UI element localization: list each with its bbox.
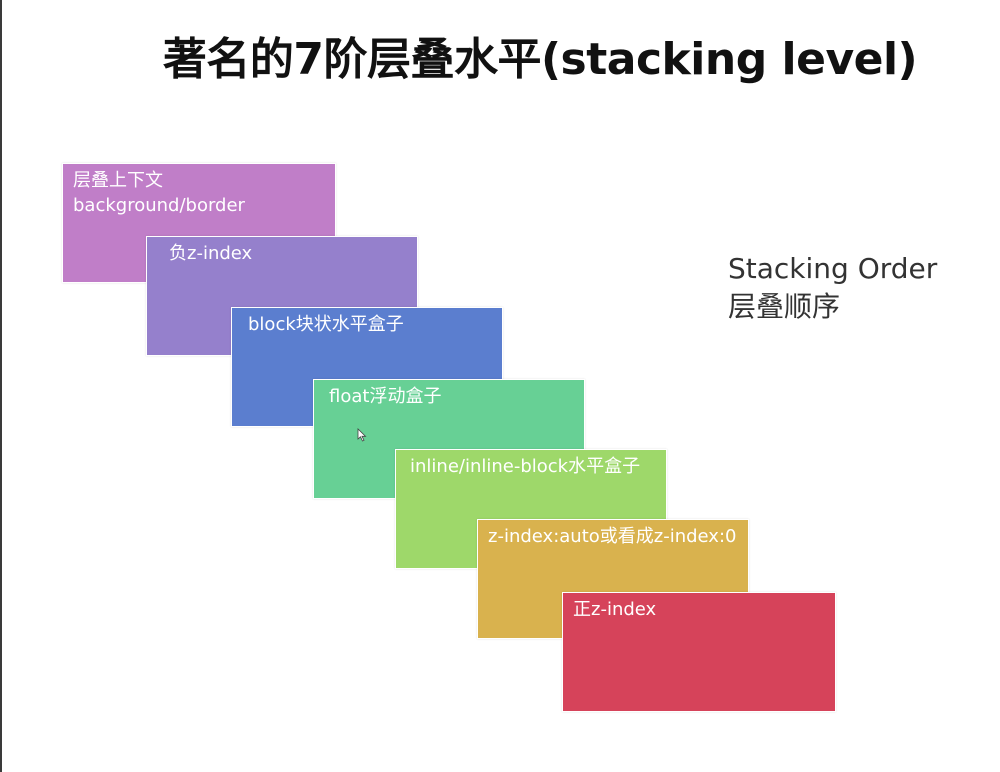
left-border-line [0, 0, 2, 772]
layer-label-line: 正z-index [573, 599, 657, 620]
layer-label-line: background/border [73, 195, 245, 216]
layer-label-line: z-index:auto或看成z-index:0 [488, 526, 737, 547]
stacking-order-note: Stacking Order 层叠顺序 [728, 250, 937, 326]
arrow-cursor-icon [357, 428, 367, 442]
layer-label-line: float浮动盒子 [329, 386, 442, 407]
layer-label-line: 层叠上下文 [73, 170, 163, 191]
layer-label-line: inline/inline-block水平盒子 [410, 456, 641, 477]
stacking-order-note-en: Stacking Order [728, 252, 938, 285]
layer-label-line: block块状水平盒子 [248, 314, 404, 335]
layer-negative-z-index: 负z-index [146, 236, 418, 356]
slide-title: 著名的7阶层叠水平(stacking level) [162, 34, 918, 85]
layer-positive-z-index: 正z-index [562, 592, 836, 712]
layer-label-line: 负z-index [169, 243, 253, 264]
stacking-order-note-zh: 层叠顺序 [728, 290, 841, 323]
